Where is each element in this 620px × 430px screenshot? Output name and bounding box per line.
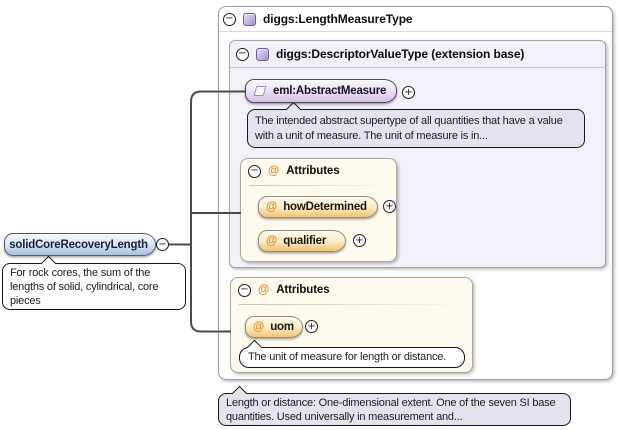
expand-icon[interactable]: + bbox=[353, 234, 366, 247]
doc-line: with a unit of measure. The unit of meas… bbox=[255, 130, 488, 142]
type-box-header: − diggs:LengthMeasureType bbox=[219, 7, 612, 32]
collapse-icon[interactable]: − bbox=[238, 283, 251, 297]
doc-line: pieces bbox=[10, 295, 41, 307]
attribute-pill-howdetermined[interactable]: @ howDetermined bbox=[258, 196, 378, 218]
extension-base-title: diggs:DescriptorValueType (extension bas… bbox=[276, 47, 525, 61]
annotation-bubble-root-element: For rock cores, the sum of the lengths o… bbox=[2, 255, 186, 310]
element-pill-abstract-measure[interactable]: eml:AbstractMeasure bbox=[245, 79, 397, 103]
attributes-box-base-title: Attributes bbox=[286, 165, 340, 177]
doc-line: The unit of measure for length or distan… bbox=[248, 351, 447, 363]
header-separator bbox=[249, 185, 386, 186]
type-box-title: diggs:LengthMeasureType bbox=[263, 12, 413, 26]
attribute-pill-label: qualifier bbox=[283, 235, 327, 247]
doc-line: Length or distance: One-dimensional exte… bbox=[226, 397, 556, 409]
collapse-icon[interactable]: − bbox=[248, 164, 261, 178]
attributes-box-own-title: Attributes bbox=[276, 284, 330, 296]
collapse-icon[interactable]: − bbox=[156, 238, 169, 251]
element-icon bbox=[253, 86, 267, 96]
attributes-box-base-header: − @ Attributes bbox=[241, 159, 396, 183]
expand-icon[interactable]: + bbox=[383, 200, 396, 213]
attribute-pill-uom[interactable]: @ uom bbox=[245, 316, 303, 338]
attribute-icon: @ bbox=[266, 235, 278, 247]
element-pill-label: solidCoreRecoveryLength bbox=[9, 238, 148, 251]
expand-icon[interactable]: + bbox=[305, 320, 318, 333]
attribute-icon: @ bbox=[253, 321, 265, 333]
doc-line: quantities. Used universally in measurem… bbox=[226, 411, 463, 423]
complex-type-icon bbox=[256, 47, 269, 61]
doc-line: For rock cores, the sum of the bbox=[10, 267, 151, 279]
attribute-icon: @ bbox=[266, 201, 278, 213]
element-pill-label: eml:AbstractMeasure bbox=[273, 85, 387, 97]
expand-icon[interactable]: + bbox=[402, 86, 415, 99]
documentation-bubble-length-type: Length or distance: One-dimensional exte… bbox=[218, 385, 571, 426]
attribute-pill-label: uom bbox=[270, 321, 294, 333]
complex-type-icon bbox=[243, 12, 256, 26]
documentation-bubble-abstract-measure: The intended abstract supertype of all q… bbox=[247, 101, 585, 148]
doc-line: lengths of solid, cylindrical, core bbox=[10, 281, 159, 293]
attributes-box-own-header: − @ Attributes bbox=[231, 278, 472, 302]
attribute-icon: @ bbox=[268, 165, 280, 177]
documentation-bubble-uom: The unit of measure for length or distan… bbox=[239, 339, 465, 368]
attribute-icon: @ bbox=[258, 284, 270, 296]
attribute-pill-qualifier[interactable]: @ qualifier bbox=[258, 230, 346, 252]
extension-base-header: − diggs:DescriptorValueType (extension b… bbox=[230, 41, 605, 68]
attribute-pill-label: howDetermined bbox=[283, 201, 367, 213]
header-separator bbox=[239, 304, 462, 305]
element-pill-solidcorerecoverylength[interactable]: solidCoreRecoveryLength bbox=[4, 233, 156, 256]
doc-line: The intended abstract supertype of all q… bbox=[255, 115, 563, 127]
collapse-icon[interactable]: − bbox=[236, 47, 249, 61]
collapse-icon[interactable]: − bbox=[223, 12, 236, 26]
